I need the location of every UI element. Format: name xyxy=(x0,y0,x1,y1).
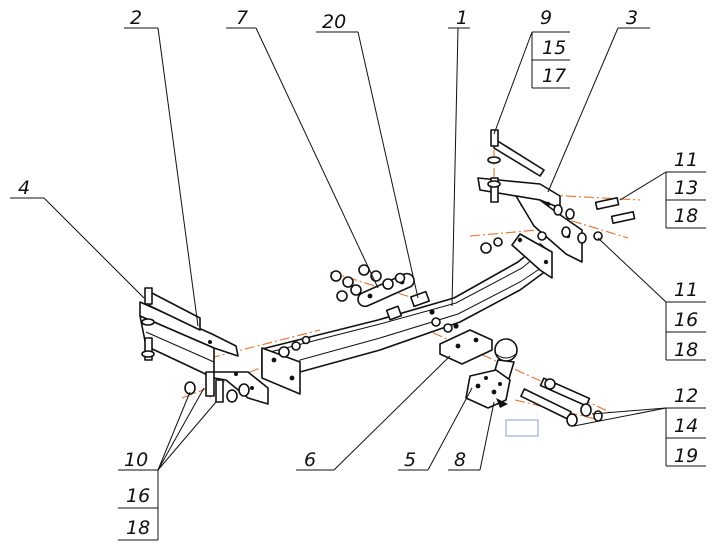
spacer-tube xyxy=(409,290,431,308)
connecting-plate xyxy=(357,272,415,308)
svg-text:14: 14 xyxy=(674,415,698,437)
tow-ball-plate xyxy=(439,329,493,365)
svg-text:18: 18 xyxy=(126,517,150,539)
svg-text:18: 18 xyxy=(674,339,698,361)
callout-9: 9 15 17 xyxy=(493,7,570,135)
svg-text:19: 19 xyxy=(674,445,698,467)
svg-text:11: 11 xyxy=(674,279,698,301)
svg-text:16: 16 xyxy=(674,309,698,331)
callout-8: 8 xyxy=(448,401,495,471)
svg-text:4: 4 xyxy=(18,177,30,199)
callout-20: 20 xyxy=(316,11,419,299)
callout-4: 4 xyxy=(10,177,145,299)
svg-text:11: 11 xyxy=(674,149,698,171)
callout-7: 7 xyxy=(226,7,379,289)
svg-text:10: 10 xyxy=(124,449,148,471)
svg-text:7: 7 xyxy=(236,7,248,29)
main-crossbeam xyxy=(261,233,553,395)
svg-text:15: 15 xyxy=(542,37,566,59)
svg-text:12: 12 xyxy=(674,385,698,407)
callout-5: 5 xyxy=(398,387,473,471)
svg-text:5: 5 xyxy=(404,449,416,471)
svg-text:13: 13 xyxy=(674,177,698,199)
fasteners xyxy=(141,129,636,427)
callout-11-upper: 11 13 18 xyxy=(619,149,706,229)
svg-text:2: 2 xyxy=(130,7,142,29)
callout-2: 2 xyxy=(124,7,199,327)
callout-12: 12 14 19 xyxy=(573,385,706,467)
svg-text:3: 3 xyxy=(626,7,638,29)
callout-10: 10 16 18 xyxy=(118,387,217,541)
callout-11-lower: 11 16 18 xyxy=(597,237,706,361)
note-box xyxy=(505,419,539,437)
svg-text:16: 16 xyxy=(126,485,150,507)
callout-6: 6 xyxy=(296,355,451,471)
svg-text:20: 20 xyxy=(322,11,346,33)
svg-text:9: 9 xyxy=(540,7,552,29)
svg-text:18: 18 xyxy=(674,205,698,227)
svg-text:17: 17 xyxy=(542,65,566,87)
tow-ball xyxy=(465,338,518,409)
svg-text:6: 6 xyxy=(304,449,316,471)
callout-3: 3 xyxy=(547,7,650,193)
svg-text:8: 8 xyxy=(454,449,466,471)
svg-text:1: 1 xyxy=(456,7,468,29)
callout-1: 1 xyxy=(448,7,470,307)
